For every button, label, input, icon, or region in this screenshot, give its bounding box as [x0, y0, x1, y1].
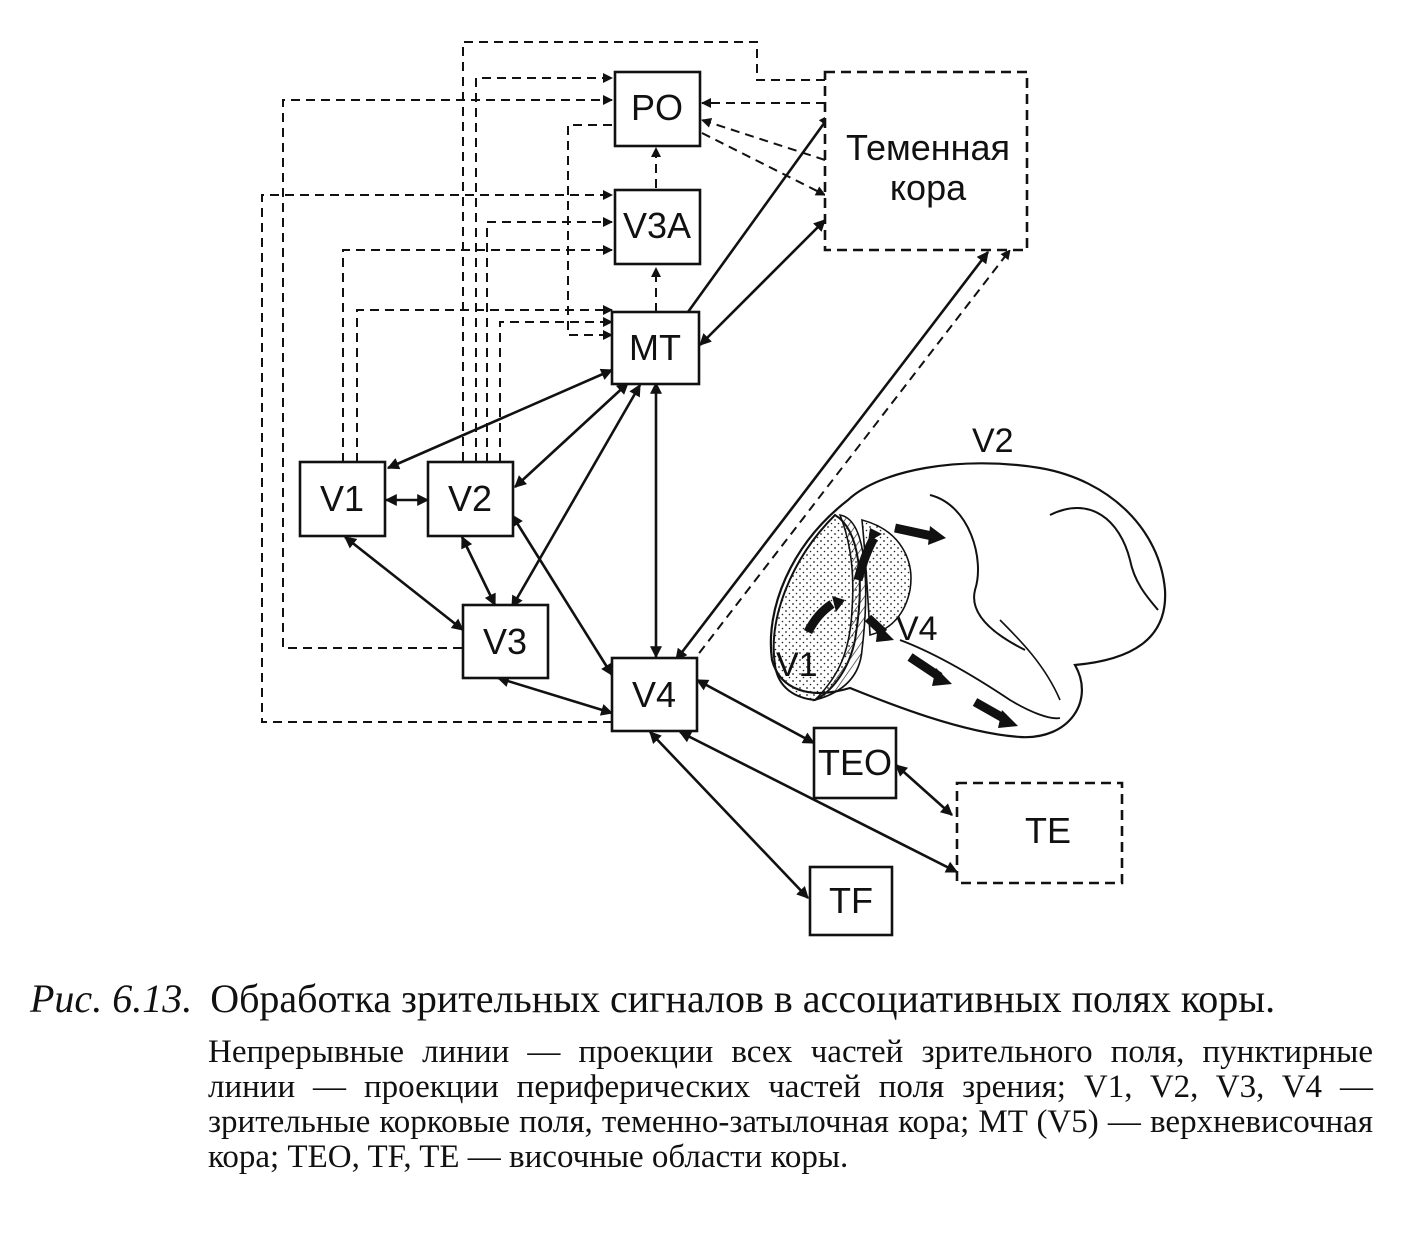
dashed-v4-to-v3a [261, 190, 613, 723]
dashed-v1-to-v3a [342, 245, 613, 462]
flow-arrow-dorsal [894, 523, 933, 541]
dashed-po-mt-side [567, 124, 613, 340]
box-mt [610, 310, 701, 386]
brain-sulcus-1 [929, 494, 1026, 651]
box-te [955, 781, 1124, 885]
arrowhead-ventral-1 [932, 668, 952, 686]
label-v1: V1 [320, 478, 364, 519]
brain-label-v1: V1 [776, 646, 818, 684]
box-v3 [461, 603, 550, 680]
arrowhead-ventral-2 [998, 710, 1018, 728]
solid-v2-v4 [510, 513, 614, 677]
solid-v1-v3 [344, 535, 464, 632]
dashed-v2-to-mt [499, 317, 613, 462]
solid-mt-parietal-upper [686, 114, 832, 313]
arrowhead-dorsal [928, 526, 946, 545]
flow-arrow-v2-up [853, 535, 878, 582]
label-te: TE [1025, 810, 1071, 851]
flow-arrow-ventral-2 [972, 698, 1008, 723]
label-v3a: V3A [623, 205, 691, 246]
caption-title: Обработка зрительных сигналов в ассоциат… [210, 976, 1276, 1021]
brain-sulcus-4 [999, 619, 1061, 701]
area-boxes [298, 70, 1124, 937]
flow-arrow-v1-up [803, 600, 835, 635]
solid-v3-mt [510, 383, 642, 609]
caption-figure-number: Рис. 6.13. [30, 976, 193, 1021]
label-mt: MT [629, 327, 681, 368]
brain-sulcus-3 [899, 639, 1061, 720]
visual-pathways-diagram: PO V3A MT V1 V2 V3 V4 Теменная кора TEO … [261, 41, 1167, 937]
label-v2: V2 [448, 478, 492, 519]
solid-v4-tf [649, 731, 809, 899]
solid-v4-parietal [674, 251, 990, 661]
brain-label-v2: V2 [972, 422, 1014, 460]
dashed-po-to-parietal [701, 132, 826, 196]
box-teo [812, 726, 898, 800]
node-labels: PO V3A MT V1 V2 V3 V4 Теменная кора TEO … [320, 87, 1071, 921]
dashed-v2-to-po [475, 73, 613, 462]
brain-flow-arrowheads [832, 526, 1018, 728]
dashed-parietal-po-top [462, 41, 825, 462]
solid-connections [344, 114, 990, 899]
solid-v2-v3 [460, 535, 497, 607]
box-parietal [823, 70, 1029, 252]
label-tf: TF [829, 880, 873, 921]
box-v3a [613, 188, 702, 266]
brain-label-v4: V4 [896, 610, 938, 648]
brain-v2-strip [812, 513, 867, 702]
caption-body: Непрерывные линии — проекции всех частей… [208, 1034, 1373, 1175]
dashed-v1-to-mt [356, 305, 613, 462]
box-v4 [610, 656, 699, 733]
arrowhead-v4 [876, 624, 894, 642]
figure-caption: Рис. 6.13. Обработка зрительных сигналов … [30, 975, 1400, 1175]
box-v2 [426, 460, 515, 538]
brain-illustration: V2 V1 V4 [769, 422, 1167, 739]
dashed-parietal-to-po-2 [701, 118, 826, 161]
box-tf [808, 865, 894, 937]
box-po [613, 70, 702, 148]
label-parietal-line2: кора [890, 167, 967, 208]
dashed-v3-to-po [282, 95, 613, 649]
label-po: PO [631, 87, 683, 128]
solid-teo-te [895, 764, 953, 816]
caption-heading: Рис. 6.13. Обработка зрительных сигналов … [30, 975, 1400, 1023]
brain-v4-region [861, 518, 912, 637]
brain-sulcus-2 [1049, 506, 1159, 611]
solid-v3-v4 [496, 675, 614, 716]
label-parietal-line1: Теменная [846, 127, 1010, 168]
label-v3: V3 [483, 621, 527, 662]
label-teo: TEO [818, 742, 892, 783]
arrowhead-v1 [832, 596, 845, 612]
dashed-v2-to-v3a [486, 217, 613, 462]
solid-mt-parietal-lower [699, 219, 826, 346]
arrowhead-v2 [868, 528, 882, 542]
label-v4: V4 [632, 674, 676, 715]
box-v1 [298, 460, 387, 538]
